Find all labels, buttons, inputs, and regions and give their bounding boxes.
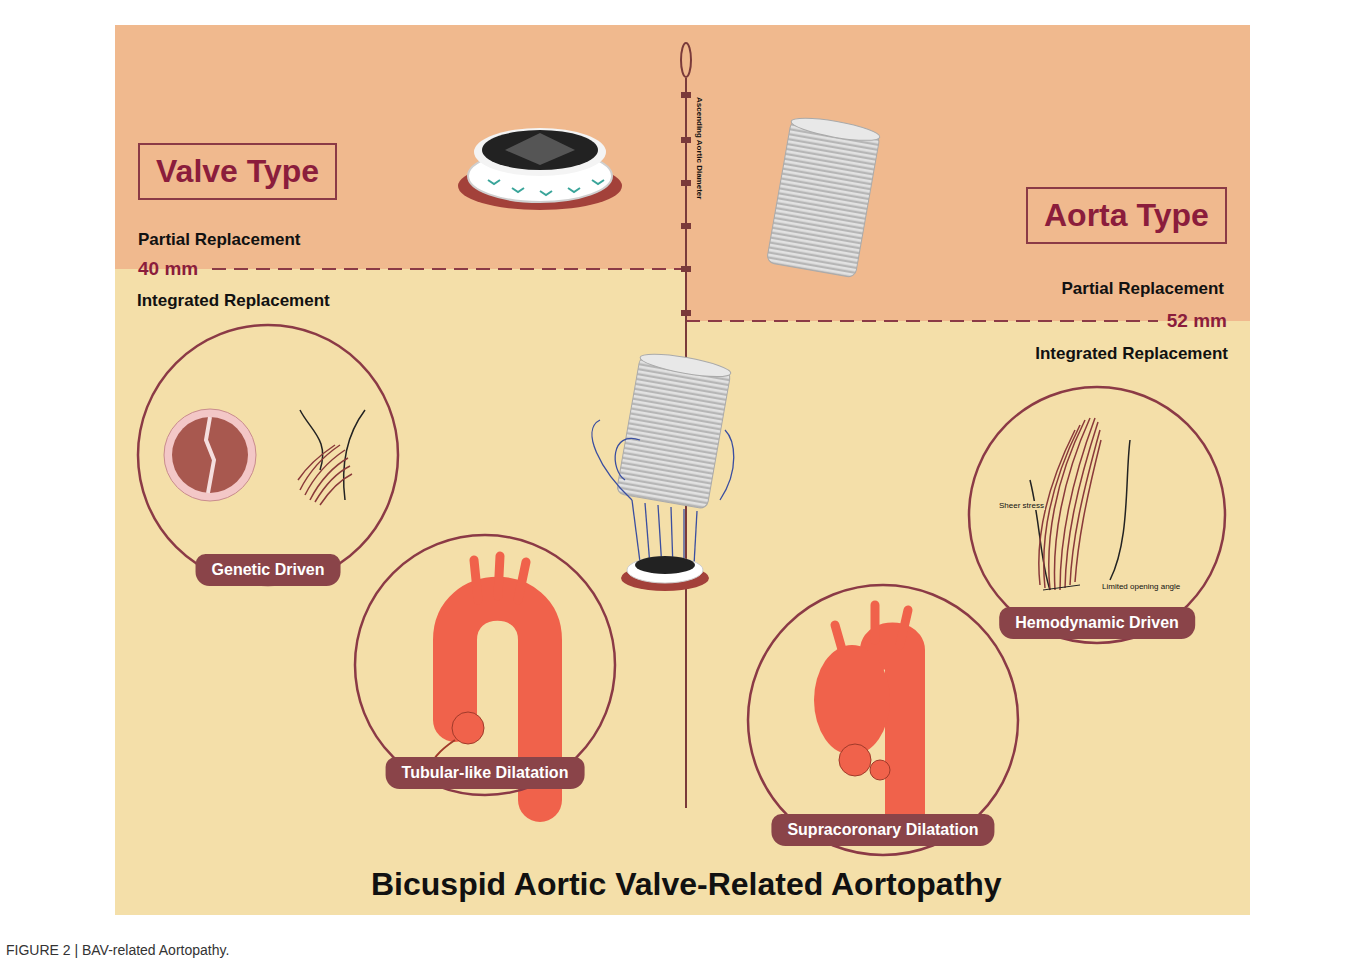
type-box: Aorta Type [1026,187,1227,244]
annotation-label: Integrated Replacement [137,291,330,311]
type-box: Valve Type [138,143,337,200]
circle-label: Genetic Driven [196,554,341,586]
annotation-label: 52 mm [1167,310,1227,332]
circle-label: Tubular-like Dilatation [386,757,585,789]
mechanism-circle: Supracoronary Dilatation [746,583,1020,857]
circle-label: Supracoronary Dilatation [771,814,994,846]
mechanism-circle: Tubular-like Dilatation [353,533,617,797]
box-title: Valve Type [156,153,319,190]
box-title: Aorta Type [1044,197,1209,234]
annotation-label: Partial Replacement [138,230,301,250]
annotation-label: Sheer stress [998,501,1045,510]
axis-label: Ascending Aortic Diameter [695,97,704,199]
annotation-label: 40 mm [138,258,198,280]
annotation-label: Limited opening angle [1101,582,1181,591]
mechanism-circle: Genetic Driven [136,323,400,587]
figure-caption: FIGURE 2 | BAV-related Aortopathy. [6,942,229,958]
annotation-label: Partial Replacement [1061,279,1224,299]
circle-label: Hemodynamic Driven [999,607,1195,639]
circle-outline [136,323,400,587]
annotation-label: Integrated Replacement [1035,344,1228,364]
circle-outline [967,385,1227,645]
figure-title: Bicuspid Aortic Valve-Related Aortopathy [371,866,1002,903]
mechanism-circle: Hemodynamic Driven [967,385,1227,645]
